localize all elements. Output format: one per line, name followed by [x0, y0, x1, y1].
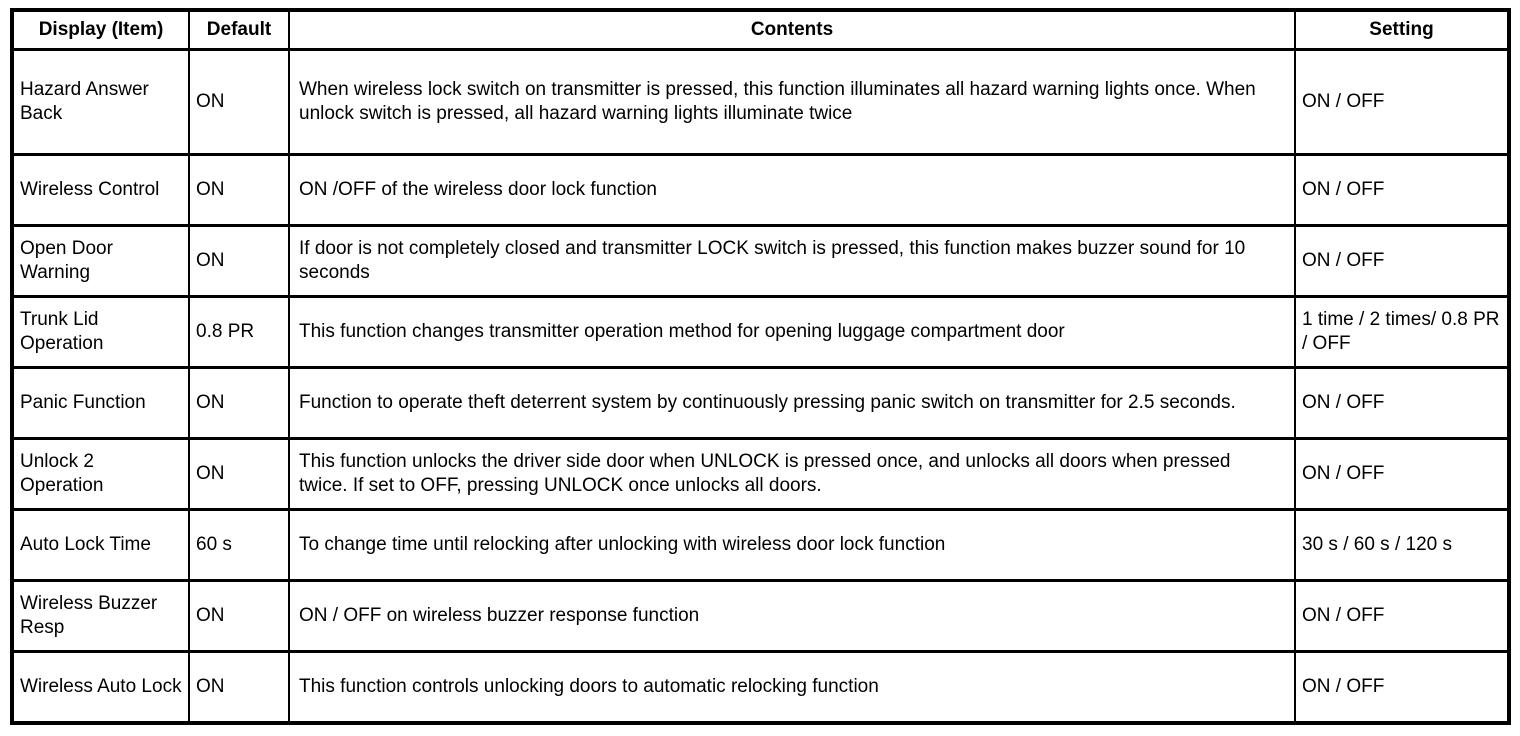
- table-row: Wireless Control ON ON /OFF of the wirel…: [11, 153, 1510, 227]
- cell-setting: ON / OFF: [1294, 153, 1510, 227]
- column-header-display-item: Display (Item): [11, 8, 190, 51]
- cell-contents: ON /OFF of the wireless door lock functi…: [288, 153, 1296, 227]
- cell-contents: This function controls unlocking doors t…: [288, 650, 1296, 725]
- cell-contents: ON / OFF on wireless buzzer response fun…: [288, 579, 1296, 653]
- cell-display-item: Wireless Buzzer Resp: [11, 579, 190, 653]
- cell-default: ON: [188, 579, 290, 653]
- table-row: Panic Function ON Function to operate th…: [11, 366, 1510, 440]
- table-row: Hazard Answer Back ON When wireless lock…: [11, 48, 1510, 156]
- cell-display-item: Trunk Lid Operation: [11, 295, 190, 369]
- cell-default: 60 s: [188, 508, 290, 582]
- cell-setting: ON / OFF: [1294, 48, 1510, 156]
- cell-display-item: Wireless Control: [11, 153, 190, 227]
- cell-contents: This function changes transmitter operat…: [288, 295, 1296, 369]
- header-row: Display (Item) Default Contents Setting: [11, 8, 1510, 51]
- cell-setting: ON / OFF: [1294, 437, 1510, 511]
- table-row: Unlock 2 Operation ON This function unlo…: [11, 437, 1510, 511]
- cell-display-item: Open Door Warning: [11, 224, 190, 298]
- cell-setting: ON / OFF: [1294, 650, 1510, 725]
- cell-default: ON: [188, 48, 290, 156]
- cell-display-item: Unlock 2 Operation: [11, 437, 190, 511]
- table-row: Trunk Lid Operation 0.8 PR This function…: [11, 295, 1510, 369]
- cell-default: ON: [188, 153, 290, 227]
- cell-setting: ON / OFF: [1294, 366, 1510, 440]
- cell-default: ON: [188, 224, 290, 298]
- column-header-contents: Contents: [288, 8, 1296, 51]
- table-row: Auto Lock Time 60 s To change time until…: [11, 508, 1510, 582]
- table-row: Wireless Buzzer Resp ON ON / OFF on wire…: [11, 579, 1510, 653]
- cell-setting: ON / OFF: [1294, 579, 1510, 653]
- cell-contents: To change time until relocking after unl…: [288, 508, 1296, 582]
- cell-contents: If door is not completely closed and tra…: [288, 224, 1296, 298]
- table-row: Open Door Warning ON If door is not comp…: [11, 224, 1510, 298]
- cell-display-item: Panic Function: [11, 366, 190, 440]
- cell-contents: When wireless lock switch on transmitter…: [288, 48, 1296, 156]
- column-header-default: Default: [188, 8, 290, 51]
- cell-setting: 1 time / 2 times/ 0.8 PR / OFF: [1294, 295, 1510, 369]
- cell-contents: Function to operate theft deterrent syst…: [288, 366, 1296, 440]
- table-row: Wireless Auto Lock ON This function cont…: [11, 650, 1510, 725]
- cell-setting: 30 s / 60 s / 120 s: [1294, 508, 1510, 582]
- cell-display-item: Hazard Answer Back: [11, 48, 190, 156]
- wireless-settings-table: Display (Item) Default Contents Setting …: [10, 8, 1511, 725]
- cell-display-item: Wireless Auto Lock: [11, 650, 190, 725]
- cell-default: 0.8 PR: [188, 295, 290, 369]
- cell-setting: ON / OFF: [1294, 224, 1510, 298]
- cell-display-item: Auto Lock Time: [11, 508, 190, 582]
- cell-default: ON: [188, 437, 290, 511]
- cell-contents: This function unlocks the driver side do…: [288, 437, 1296, 511]
- column-header-setting: Setting: [1294, 8, 1510, 51]
- cell-default: ON: [188, 366, 290, 440]
- cell-default: ON: [188, 650, 290, 725]
